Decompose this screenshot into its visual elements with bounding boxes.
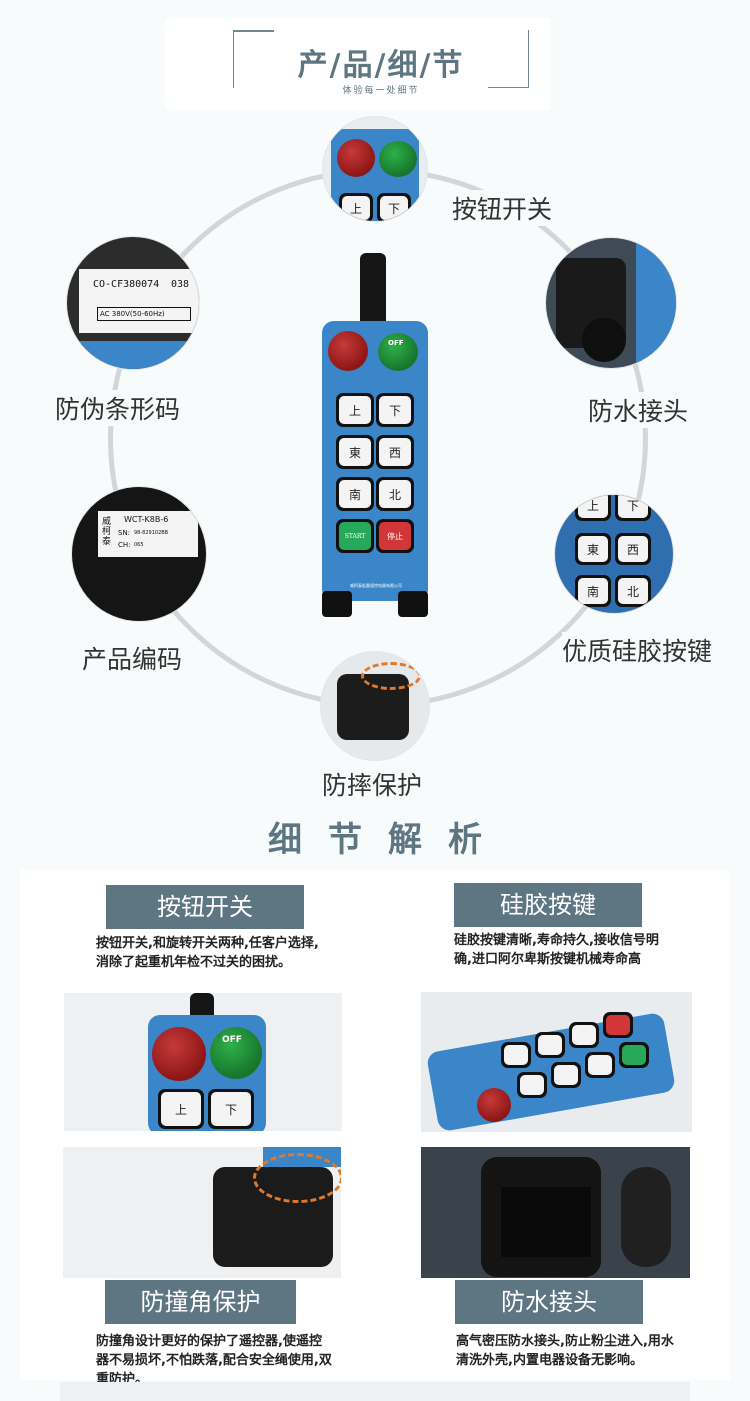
off-label: OFF [388, 339, 404, 347]
feature-label-buttons: 优质硅胶按键 [562, 632, 713, 668]
feature-label-code: 产品编码 [82, 640, 183, 676]
bumper-right [398, 591, 428, 617]
switch-photo: 上 下 [323, 117, 427, 221]
detail-tag-waterproof: 防水接头 [455, 1280, 643, 1324]
feature-label-switch: 按钮开关 [446, 190, 559, 226]
detail-photo-waterproof [421, 1147, 690, 1278]
barcode-photo: CO-CF380074 038 AC 380V(50-60Hz) [67, 237, 199, 369]
bottom-strip [60, 1382, 690, 1401]
key-north: 北 [376, 477, 414, 511]
page-title: 产/品/细/节 [297, 48, 465, 83]
key-south: 南 [336, 477, 374, 511]
detail-tag-bumper: 防撞角保护 [105, 1280, 296, 1324]
bumper-left [322, 591, 352, 617]
key-east: 東 [336, 435, 374, 469]
emergency-stop-knob [328, 331, 368, 371]
key-stop: 停止 [376, 519, 414, 553]
remote-footer-text: 威柯泰起重遥控电器有限公司 [350, 583, 402, 588]
drop-protection-photo [321, 652, 429, 760]
buttons-photo: 上 下 東 西 南 北 [555, 495, 673, 613]
detail-photo-silicone [421, 992, 692, 1132]
detail-tag-switch: 按钮开关 [106, 885, 304, 929]
antenna [360, 253, 386, 333]
key-west: 西 [376, 435, 414, 469]
detail-photo-bumper [63, 1147, 341, 1278]
detail-tag-silicone: 硅胶按键 [454, 883, 642, 927]
feature-label-drop: 防摔保护 [322, 766, 423, 802]
detail-text-switch: 按钮开关,和旋转开关两种,任客户选择,消除了起重机年检不过关的困扰。 [96, 936, 319, 970]
feature-label-waterproof: 防水接头 [588, 392, 689, 428]
key-up: 上 [336, 393, 374, 427]
detail-text-waterproof: 高气密压防水接头,防止粉尘进入,用水清洗外壳,内置电器设备无影响。 [456, 1334, 674, 1368]
page-subtitle: 体验每一处细节 [342, 86, 420, 96]
central-remote: OFF 上 下 東 西 南 北 START 停止 威柯泰起重遥控电器有限公司 [316, 253, 436, 623]
header-box [165, 18, 550, 110]
detail-photo-switch: OFF 上 下 [64, 993, 342, 1131]
header-frame [233, 30, 529, 88]
code-photo: 威柯泰 WCT-K8B-6 SN: 98-829102BB CH: 065 [72, 487, 206, 621]
key-down: 下 [376, 393, 414, 427]
power-knob [378, 333, 418, 371]
detail-text-silicone: 硅胶按键清晰,寿命持久,接收信号明确,进口阿尔卑斯按键机械寿命高 [454, 933, 659, 967]
section2-title: 细节解析 [268, 820, 508, 860]
detail-text-bumper: 防撞角设计更好的保护了遥控器,使遥控器不易损坏,不怕跌落,配合安全绳使用,双重防… [96, 1334, 332, 1387]
waterproof-photo [546, 238, 676, 368]
feature-label-barcode: 防伪条形码 [55, 390, 181, 426]
key-start: START [336, 519, 374, 553]
